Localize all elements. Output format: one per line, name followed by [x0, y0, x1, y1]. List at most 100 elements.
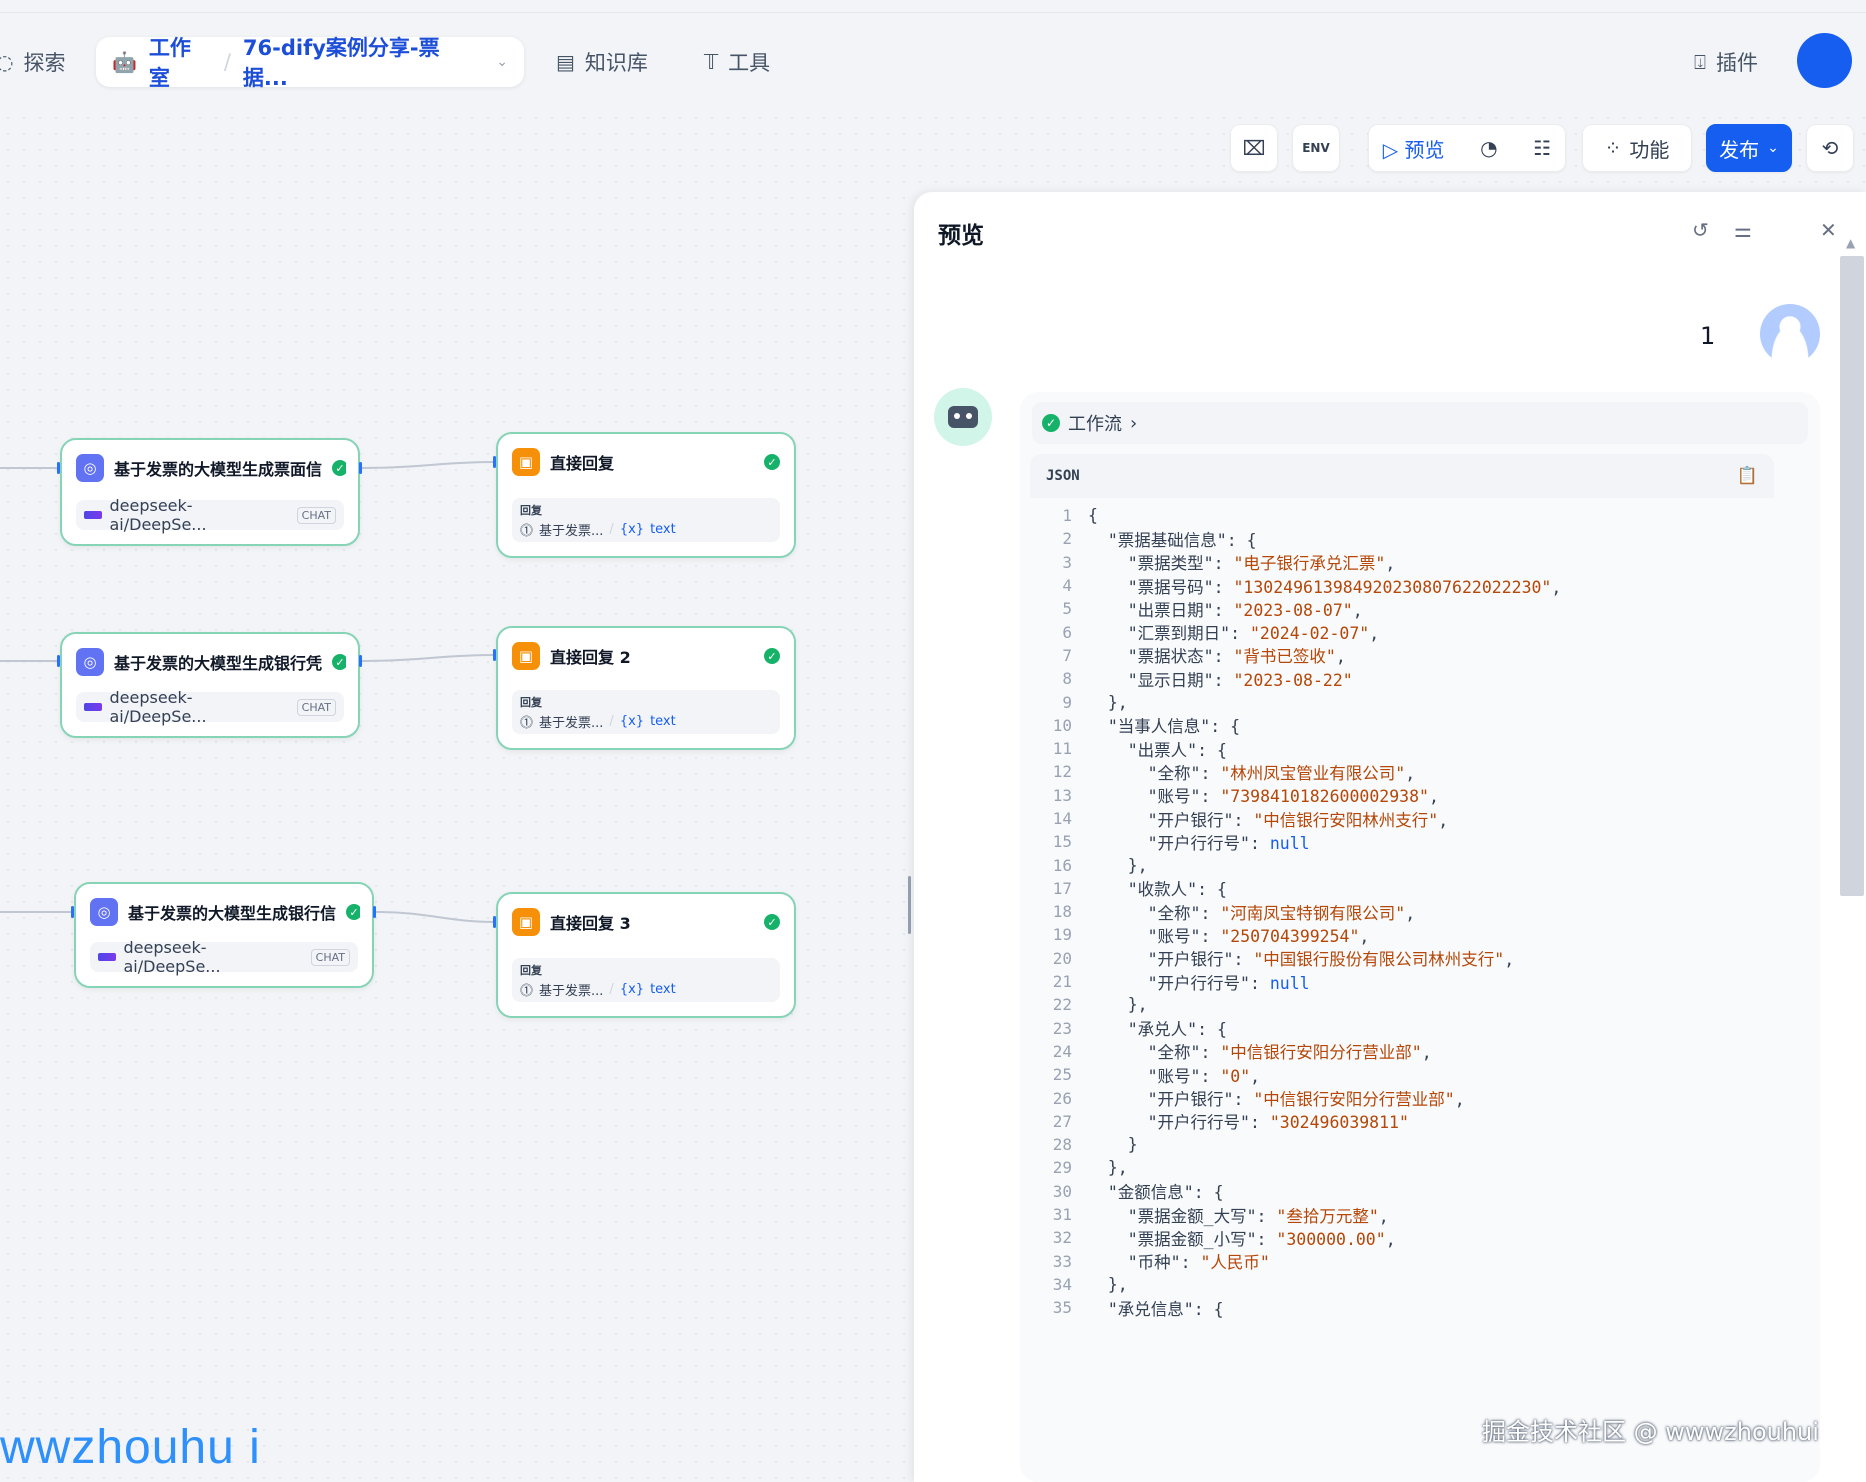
line-number: 25 [1052, 1065, 1072, 1085]
preview-group: ▷ 预览 ◔ ☷ [1368, 124, 1566, 172]
close-icon[interactable]: ✕ [1820, 218, 1837, 242]
success-check-icon: ✓ [1042, 414, 1060, 432]
line-number: 18 [1052, 902, 1072, 922]
nav-studio[interactable]: 🤖 工作室 / 76-dify案例分享-票据... ⌄ [96, 36, 524, 90]
nav-explore-label: 探索 [23, 51, 66, 75]
history-icon: ⟲ [1821, 136, 1839, 160]
line-number: 9 [1062, 692, 1072, 712]
chevron-down-icon[interactable]: ⌄ [496, 54, 508, 70]
line-number: 14 [1052, 809, 1072, 828]
restart-icon[interactable]: ↺ [1692, 218, 1709, 242]
output-port[interactable] [359, 655, 362, 667]
reply-config: 回复 ⓵ 基于发票... / {x} text [512, 958, 780, 1002]
input-port[interactable] [71, 906, 74, 918]
llm-icon: ◎ [76, 648, 104, 676]
code-text: { [1088, 506, 1098, 526]
code-text: "汇票到期日": "2024-02-07", [1088, 624, 1380, 644]
preview-label: 预览 [1404, 137, 1445, 162]
deepseek-logo-icon [84, 703, 102, 711]
chevron-right-icon: › [1130, 412, 1138, 434]
nav-explore[interactable]: ◌ 探索 [0, 37, 65, 87]
line-number: 17 [1052, 878, 1072, 898]
scrollbar-thumb[interactable] [1840, 256, 1864, 896]
code-text: "开户银行": "中信银行安阳林州支行", [1088, 810, 1449, 830]
code-text: }, [1088, 855, 1148, 875]
line-number: 35 [1052, 1298, 1072, 1318]
reply-variable: ⓵ 基于发票... / {x} text [520, 980, 772, 999]
version-history-button[interactable]: ⟲ [1806, 124, 1854, 172]
code-text: "显示日期": "2023-08-22" [1088, 670, 1353, 690]
model-selector: deepseek-ai/DeepSe... CHAT [76, 496, 344, 534]
reply-config: 回复 ⓵ 基于发票... / {x} text [512, 498, 780, 542]
user-avatar [1760, 304, 1820, 364]
robot-icon: 🤖 [112, 50, 137, 74]
nav-knowledge[interactable]: ▤ 知识库 [556, 37, 648, 87]
code-line: 24 "全称": "中信银行安阳分行营业部", [1030, 1040, 1774, 1063]
code-text: "票据金额_大写": "叁拾万元整", [1088, 1206, 1389, 1226]
scroll-up-icon[interactable]: ▲ [1846, 236, 1856, 250]
node-title: 直接回复 3 [550, 914, 631, 933]
publish-button[interactable]: 发布 ⌄ [1706, 124, 1792, 172]
code-block-header: JSON 📋 [1030, 454, 1774, 498]
plugin-icon: ⍗ [1694, 50, 1706, 74]
input-port[interactable] [57, 655, 60, 667]
code-text: "收款人": { [1088, 880, 1227, 900]
workflow-process-toggle[interactable]: ✓ 工作流 › [1032, 402, 1808, 444]
code-text: }, [1088, 995, 1148, 1015]
workflow-label: 工作流 [1068, 414, 1122, 435]
nav-plugins[interactable]: ⍗ 插件 [1694, 37, 1758, 87]
variable-source: 基于发票... [539, 716, 604, 731]
nav-studio-label: 工作室 [148, 36, 191, 90]
settings-sliders-icon[interactable]: ⚌ [1734, 218, 1752, 242]
success-check-icon: ✓ [332, 460, 346, 476]
llm-node-2[interactable]: ◎ 基于发票的大模型生成银行凭 ✓ deepseek-ai/DeepSe... … [60, 632, 360, 738]
variable-separator: / [609, 982, 614, 997]
env-button[interactable]: ENV [1292, 124, 1340, 172]
llm-icon: ◎ [76, 454, 104, 482]
variable-name: text [650, 714, 676, 729]
code-line: 18 "全称": "河南凤宝特钢有限公司", [1030, 900, 1774, 923]
success-check-icon: ✓ [764, 454, 780, 470]
checklist-button[interactable]: ⌧ [1230, 124, 1278, 172]
line-number: 8 [1062, 669, 1072, 689]
line-number: 31 [1052, 1205, 1072, 1225]
answer-node-2[interactable]: ▣ 直接回复 2 ✓ 回复 ⓵ 基于发票... / {x} text [496, 626, 796, 750]
code-text: }, [1088, 692, 1128, 712]
line-number: 33 [1052, 1251, 1072, 1271]
bot-avatar [934, 388, 992, 446]
app-name[interactable]: 76-dify案例分享-票据... [242, 36, 440, 90]
preview-button[interactable]: ▷ 预览 [1382, 137, 1445, 162]
deepseek-logo-icon [84, 511, 102, 519]
line-number: 6 [1062, 622, 1072, 642]
history-run-icon[interactable]: ◔ [1480, 136, 1498, 160]
features-button[interactable]: ⁘ 功能 [1582, 124, 1692, 172]
nav-plugins-label: 插件 [1716, 51, 1758, 75]
preview-panel: 预览 ↺ ⚌ ✕ 1 ✓ 工作流 › JSON 📋 1{2 "票据基础信息": … [914, 192, 1866, 1482]
variable-separator: / [609, 522, 614, 537]
input-port[interactable] [57, 462, 60, 474]
llm-node-3[interactable]: ◎ 基于发票的大模型生成银行信 ✓ deepseek-ai/DeepSe... … [74, 882, 374, 988]
node-header: ▣ 直接回复 3 [512, 906, 782, 938]
answer-node-3[interactable]: ▣ 直接回复 3 ✓ 回复 ⓵ 基于发票... / {x} text [496, 892, 796, 1018]
user-message: 1 [1700, 322, 1716, 350]
code-line: 19 "账号": "250704399254", [1030, 923, 1774, 946]
nav-tools[interactable]: 𝕋 工具 [704, 37, 770, 87]
output-port[interactable] [359, 462, 362, 474]
input-port[interactable] [493, 916, 496, 928]
panel-resize-handle[interactable] [908, 876, 911, 934]
answer-node-1[interactable]: ▣ 直接回复 ✓ 回复 ⓵ 基于发票... / {x} text [496, 432, 796, 558]
llm-node-1[interactable]: ◎ 基于发票的大模型生成票面信 ✓ deepseek-ai/DeepSe... … [60, 438, 360, 546]
user-avatar-button[interactable] [1797, 33, 1852, 88]
output-port[interactable] [373, 906, 376, 918]
model-mode-tag: CHAT [296, 698, 336, 716]
input-port[interactable] [493, 456, 496, 468]
code-line: 8 "显示日期": "2023-08-22" [1030, 667, 1774, 690]
code-line: 1{ [1030, 504, 1774, 527]
breadcrumb-separator: / [223, 50, 231, 74]
input-port[interactable] [493, 649, 496, 661]
watermark-right: 掘金技术社区 @ wwwzhouhui [1482, 1418, 1819, 1446]
variable-source: 基于发票... [539, 524, 604, 539]
copy-icon[interactable]: 📋 [1736, 466, 1758, 486]
variables-icon[interactable]: ☷ [1533, 136, 1552, 160]
code-text: "开户行行号": null [1088, 973, 1310, 993]
